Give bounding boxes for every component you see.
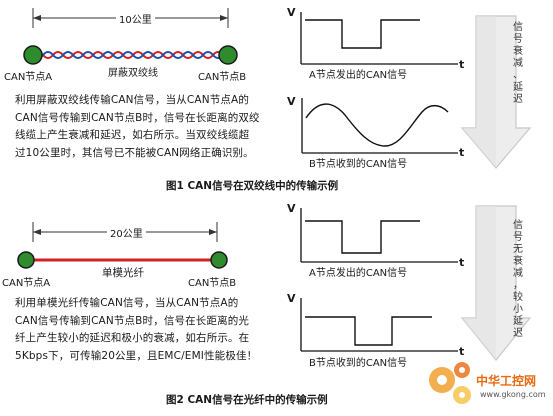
fig1-sent-signal-graph [300,12,458,65]
fig2-recv-axis-v: V [287,292,296,305]
fig2-sent-caption: A节点发出的CAN信号 [309,268,408,279]
fig2-cable-label: 单模光纤 [102,267,144,279]
fig1-sent-axis-t: t [459,58,465,71]
fig1-node-b-icon [218,45,238,65]
fig2-arrow-text: 信号无衰减，较小延迟 [513,220,523,339]
watermark-name: 中华工控网 [476,374,537,388]
fig1-sent-caption: A节点发出的CAN信号 [309,70,408,81]
fig1-cable-label: 屏蔽双绞线 [108,68,158,79]
fig1-recv-axis-v: V [287,95,296,108]
fig2-sent-axis-t: t [459,256,465,269]
fig2-caption: 图2 CAN信号在光纤中的传输示例 [166,394,328,406]
fig1-node-a-icon [23,45,43,65]
fig1-paragraph-line: 线缆上产生衰减和延迟，如右所示。当双绞线缆超 [15,129,250,141]
fig2-received-signal-graph [300,298,458,352]
fig1-caption: 图1 CAN信号在双绞线中的传输示例 [166,180,339,192]
fig2-paragraph-line: 利用单模光纤传输CAN信号，当从CAN节点A的 [15,297,239,309]
fig2-node-b-icon [210,251,228,269]
fig2-paragraph-line: CAN信号传输到CAN节点B时，信号在长距离的光 [15,314,250,327]
fig2-paragraph: 利用单模光纤传输CAN信号，当从CAN节点A的 CAN信号传输到CAN节点B时，… [15,295,257,365]
fig1-twisted-pair-cable [32,51,229,59]
watermark-gear-icon [429,362,471,404]
fig2-sent-axis-v: V [287,202,296,215]
fig1-sent-axis-v: V [287,6,296,19]
fig2-sent-signal-graph [300,208,458,263]
fig1-attenuation-arrow [460,15,532,169]
fig1-paragraph: 利用屏蔽双绞线传输CAN信号，当从CAN节点A的 CAN信号传输到CAN节点B时… [15,92,260,162]
fig2-paragraph-line: 5Kbps下，可传输20公里，且EMC/EMI性能极佳！ [15,349,258,362]
fig2-node-a-icon [17,251,35,269]
fig1-paragraph-line: CAN信号传输到CAN节点B时，信号在长距离的双绞 [15,111,260,124]
fig1-distance-label: 10公里 [116,11,155,26]
watermark-url: www.gkong.com [480,390,546,399]
fig1-node-b-label: CAN节点B [198,72,247,83]
fig1-arrow-text: 信号衰减、延迟 [513,22,523,105]
fig1-paragraph-line: 过10公里时，其信号已不能被CAN网络正确识别。 [15,146,254,159]
fig1-paragraph-line: 利用屏蔽双绞线传输CAN信号，当从CAN节点A的 [15,94,250,106]
fig2-node-a-label: CAN节点A [2,278,51,289]
fig1-received-signal-graph [301,98,458,154]
fig2-node-b-label: CAN节点B [188,278,237,289]
fig1-node-a-label: CAN节点A [4,72,53,83]
fig2-recv-axis-t: t [459,345,465,358]
fig1-recv-axis-t: t [459,146,465,159]
fig1-recv-caption: B节点收到的CAN信号 [309,159,408,170]
fig2-paragraph-line: 纤上产生较小的延迟和极小的衰减，如右所示。在 [15,332,250,344]
fig2-recv-caption: B节点收到的CAN信号 [309,358,408,369]
fig2-attenuation-arrow [460,205,532,361]
fig2-distance-label: 20公里 [107,225,146,240]
